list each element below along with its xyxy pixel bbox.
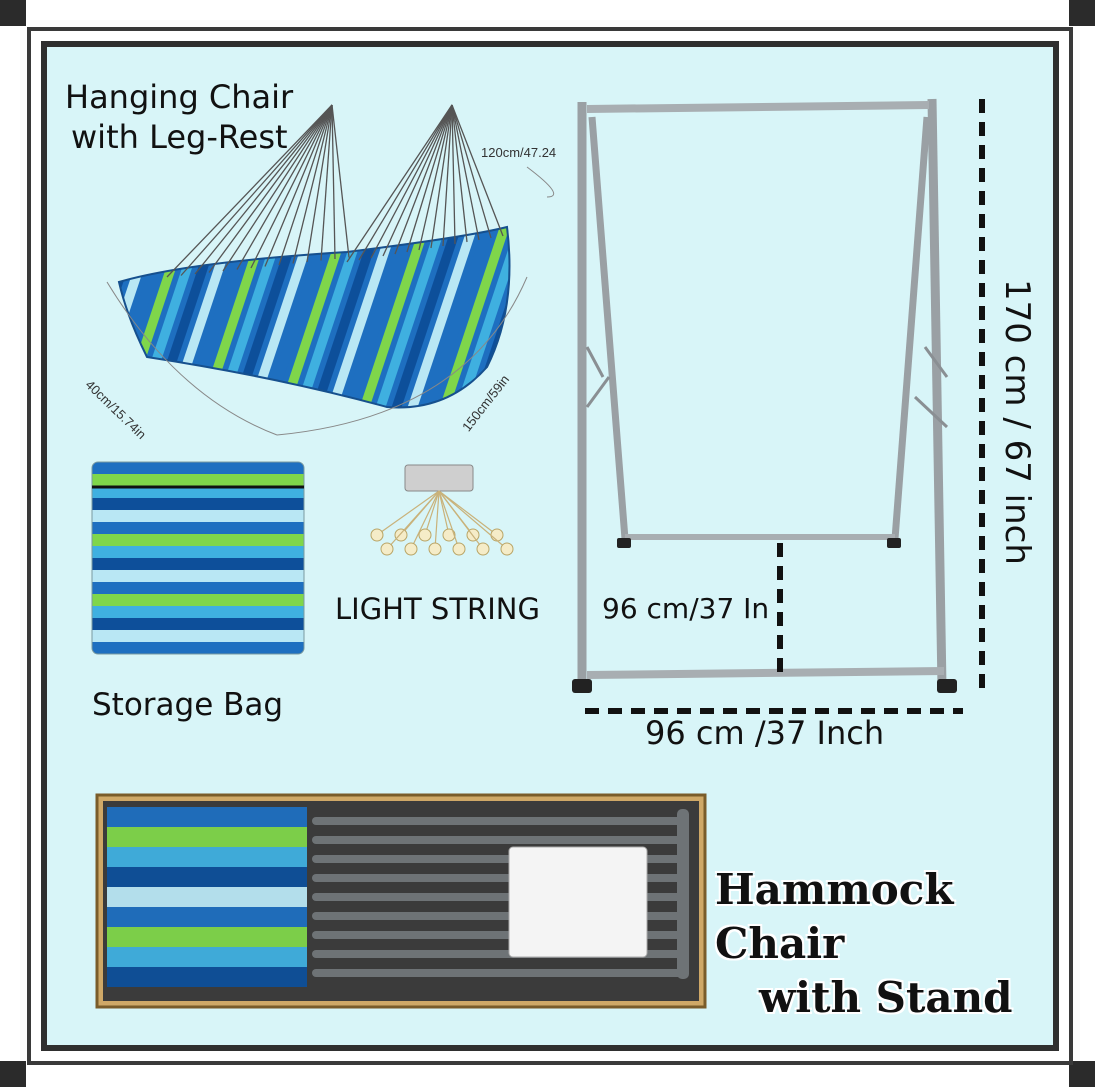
package-box-image: [95, 793, 707, 1009]
chair-title-line2: with Leg-Rest: [71, 118, 288, 156]
corner-bottom-left: [0, 1061, 26, 1087]
storage-bag-image: [91, 461, 305, 655]
package-title-line1: Hammock Chair: [715, 865, 954, 968]
chair-title: Hanging Chair with Leg-Rest: [65, 77, 293, 157]
product-illustration: [91, 98, 985, 1009]
product-panel: Hanging Chair with Leg-Rest 120cm/47.24 …: [41, 41, 1059, 1051]
chair-title-line1: Hanging Chair: [65, 78, 294, 116]
dimension-lines: [585, 99, 985, 714]
stand-outer-width-label: 96 cm /37 Inch: [645, 714, 885, 752]
chair-height-dimension: 120cm/47.24: [481, 145, 557, 160]
light-string-label: LIGHT STRING: [335, 592, 540, 626]
package-title-line2: with Stand: [759, 973, 1013, 1022]
stand-inner-width-label: 96 cm/37 In: [602, 592, 770, 625]
corner-top-left: [0, 0, 26, 26]
storage-bag-label: Storage Bag: [92, 687, 284, 723]
corner-top-right: [1069, 0, 1095, 26]
light-string-image: [370, 464, 514, 556]
stand-height-label: 170 cm / 67 inch: [997, 279, 1037, 565]
package-title: Hammock Chair with Stand: [715, 863, 1053, 1025]
hammock-stand-image: [572, 98, 957, 693]
corner-bottom-right: [1069, 1061, 1095, 1087]
